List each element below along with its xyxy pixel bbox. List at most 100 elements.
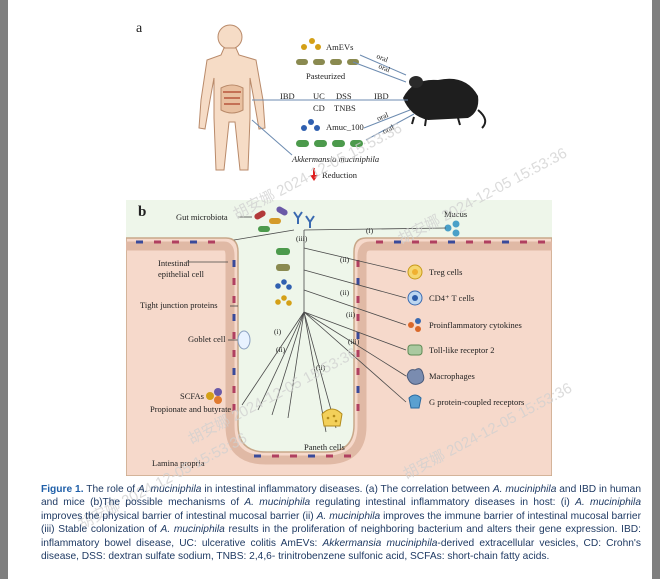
tight-junction-mark — [394, 240, 401, 244]
crypt-amevs-icon — [275, 295, 292, 306]
gut-microbiota-label: Gut microbiota — [176, 212, 228, 222]
akkermansia-bacteria-icon — [296, 140, 363, 147]
roman-ii-4: (ii) — [276, 345, 286, 354]
gut-microbiota-icon — [254, 206, 315, 232]
ibd-left-label: IBD — [280, 91, 295, 101]
epithelial-cell-label-1: Intestinal — [158, 258, 190, 268]
tight-junction-mark — [356, 368, 360, 375]
tight-junction-mark — [290, 454, 297, 458]
reduction-label: Reduction — [322, 170, 358, 180]
caption-text: The role of A. muciniphila in intestinal… — [41, 484, 641, 563]
tight-junction-mark — [538, 240, 545, 244]
roman-i-2: (i) — [274, 327, 282, 336]
tight-junction-mark — [356, 350, 360, 357]
tight-junction-mark — [356, 332, 360, 339]
tight-junction-mark — [356, 296, 360, 303]
tight-junction-mark — [232, 314, 236, 321]
tight-junction-mark — [356, 260, 360, 267]
tight-junction-mark — [232, 332, 236, 339]
propionate-label: Propionate and butyrate — [150, 404, 231, 414]
legend-label-1: Treg cells — [429, 267, 462, 277]
roman-iii-2: (iii) — [348, 337, 360, 346]
tight-junction-mark — [356, 278, 360, 285]
paneth-cell-icon — [321, 408, 343, 427]
oral-label-4: oral — [381, 123, 395, 136]
uc-label: UC — [313, 91, 325, 101]
tlr2-icon — [407, 344, 423, 356]
tight-junction-mark — [232, 296, 236, 303]
tight-junction-mark — [272, 454, 279, 458]
panel-b-label: b — [138, 204, 146, 220]
tight-junction-mark — [356, 386, 360, 393]
scfas-label: SCFAs — [180, 391, 204, 401]
cd4-t-cell-icon — [407, 290, 423, 306]
oral-label-2: oral — [377, 62, 391, 75]
tight-junction-mark — [208, 240, 215, 244]
amevs-label: AmEVs — [326, 42, 353, 52]
goblet-cell-icon — [237, 330, 251, 350]
lamina-propria-label: Lamina propria — [152, 458, 205, 468]
document-page: a AmEVs Pasteurized oral or — [8, 0, 652, 579]
paneth-cells-label: Paneth cells — [304, 442, 345, 452]
roman-i-top: (i) — [366, 226, 374, 235]
tight-junction-mark — [412, 240, 419, 244]
legend-label-3: Proinflammatory cytokines — [429, 320, 522, 330]
mechanism-lines — [233, 227, 447, 433]
tight-junction-mark — [430, 240, 437, 244]
tight-junction-mark — [232, 350, 236, 357]
tight-junction-mark — [344, 454, 351, 458]
legend-label-2: CD4⁺ T cells — [429, 293, 474, 303]
figure-caption: Figure 1. The role of A. muciniphila in … — [41, 483, 641, 563]
amevs-dot-icon — [301, 44, 307, 50]
ibd-right-label: IBD — [374, 91, 389, 101]
roman-ii-3: (ii) — [346, 310, 356, 319]
cd-label: CD — [313, 103, 325, 113]
tight-junction-mark — [232, 260, 236, 267]
macrophage-icon — [406, 368, 425, 385]
epithelial-cell-label-2: epithelial cell — [158, 269, 205, 279]
tight-junction-mark — [232, 404, 236, 411]
pasteurized-bacteria-icon — [296, 59, 359, 65]
legend-label-6: G protein-coupled receptors — [429, 397, 524, 407]
tight-junction-mark — [520, 240, 527, 244]
gpcr-icon — [408, 394, 422, 409]
pasteurized-label: Pasteurized — [306, 71, 346, 81]
figure-label: Figure 1. — [41, 484, 84, 495]
tight-junction-mark — [466, 240, 473, 244]
roman-ii-5: (ii) — [316, 363, 326, 372]
cytokines-icon — [408, 318, 421, 332]
tight-junction-mark — [190, 240, 197, 244]
tight-junction-mark — [232, 278, 236, 285]
tight-junction-mark — [448, 240, 455, 244]
epithelial-band — [126, 241, 552, 465]
tight-junction-mark — [356, 404, 360, 411]
mucus-icon — [444, 220, 460, 237]
tight-junction-marks — [136, 240, 545, 458]
legend-label-5: Macrophages — [429, 371, 475, 381]
tight-junction-mark — [502, 240, 509, 244]
tight-junction-mark — [356, 314, 360, 321]
tight-junction-mark — [484, 240, 491, 244]
roman-ii-2: (ii) — [340, 288, 350, 297]
goblet-cell-label: Goblet cell — [188, 334, 226, 344]
amuc-label: Amuc_100 — [326, 122, 364, 132]
tight-junction-mark — [232, 386, 236, 393]
panel-a-label: a — [136, 21, 143, 36]
scfas-icon — [206, 388, 222, 404]
tight-junction-mark — [376, 240, 383, 244]
amuc-protein-icon — [301, 119, 320, 131]
figure-panel-a: a AmEVs Pasteurized oral or — [136, 21, 487, 181]
tight-junction-mark — [232, 368, 236, 375]
akkermansia-in-crypt-icon — [276, 248, 290, 255]
oral-arrow-1 — [359, 54, 407, 76]
tight-junction-mark — [136, 240, 143, 244]
tight-junction-mark — [326, 454, 333, 458]
roman-iii-top: (iii) — [296, 234, 308, 243]
tight-junction-mark — [308, 454, 315, 458]
roman-ii-1: (ii) — [340, 255, 350, 264]
crypt-amuc-icon — [275, 279, 292, 290]
akkermansia-label: Akkermansia muciniphila — [291, 154, 379, 164]
tight-junction-mark — [154, 240, 161, 244]
oral-label-1: oral — [375, 52, 389, 65]
human-figure-icon — [198, 24, 266, 171]
